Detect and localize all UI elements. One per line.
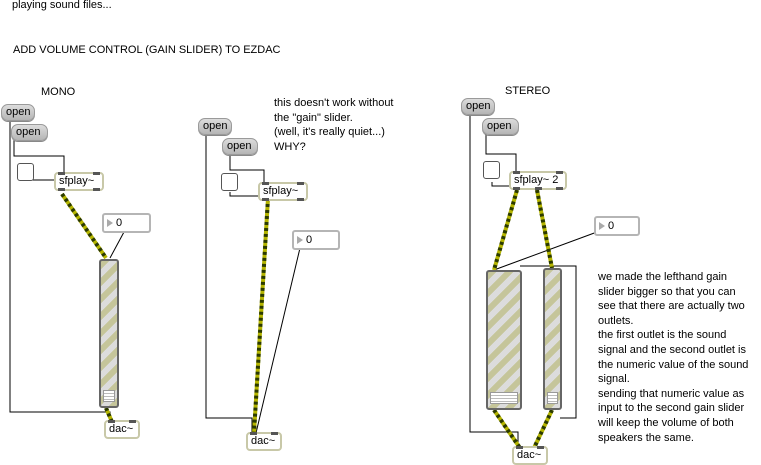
- sfplay-label-mid: sfplay~: [263, 185, 299, 197]
- stereo-note: we made the lefthand gain slider bigger …: [598, 271, 749, 444]
- section-heading: ADD VOLUME CONTROL (GAIN SLIDER) TO EZDA…: [13, 44, 281, 56]
- gain-slider-left-stereo[interactable]: [486, 270, 522, 410]
- dac-object-stereo[interactable]: dac~: [512, 446, 548, 465]
- cord-number-to-dac-mid: [255, 247, 301, 434]
- open-message-outer-mono[interactable]: open: [1, 104, 35, 121]
- gain-number-box-mono[interactable]: 0: [102, 213, 151, 233]
- number-triangle-icon: [297, 236, 303, 244]
- cord-number-stereo: [493, 231, 598, 271]
- number-value-mono: 0: [116, 217, 123, 229]
- number-value-stereo: 0: [608, 220, 615, 232]
- sfplay2-object-stereo[interactable]: sfplay~ 2: [509, 171, 567, 190]
- sfplay2-label-stereo: sfplay~ 2: [514, 174, 559, 186]
- open-message-mono[interactable]: open: [11, 124, 48, 141]
- sfplay-label-mono: sfplay~: [59, 175, 95, 187]
- gain-number-box-stereo[interactable]: 0: [594, 216, 640, 236]
- stereo-label: STEREO: [505, 85, 551, 97]
- gain-slider-knob-mono[interactable]: [103, 390, 115, 402]
- open-message-outer-mid[interactable]: open: [198, 118, 232, 135]
- number-value-mid: 0: [306, 234, 313, 246]
- page-title: playing sound files...: [12, 0, 112, 11]
- number-triangle-icon: [107, 219, 113, 227]
- dac-object-mid[interactable]: dac~: [246, 432, 282, 451]
- dac-label-mid: dac~: [251, 435, 276, 447]
- dac-object-mono[interactable]: dac~: [104, 420, 140, 439]
- gain-slider-knob-left[interactable]: [490, 392, 518, 404]
- dac-label-stereo: dac~: [517, 449, 542, 461]
- gain-slider-mono[interactable]: [99, 259, 119, 408]
- play-toggle-stereo[interactable]: [483, 161, 500, 179]
- dac-label-mono: dac~: [109, 423, 134, 435]
- gain-slider-right-stereo[interactable]: [543, 268, 562, 410]
- mono-label: MONO: [41, 86, 76, 98]
- gain-slider-knob-right[interactable]: [547, 392, 558, 404]
- sfplay-object-mid[interactable]: sfplay~: [258, 182, 308, 201]
- cord-number-mono: [109, 231, 125, 259]
- play-toggle-mono[interactable]: [17, 163, 34, 181]
- open-message-stereo[interactable]: open: [482, 118, 519, 135]
- number-triangle-icon: [599, 222, 605, 230]
- play-toggle-mid[interactable]: [221, 173, 238, 191]
- open-message-outer-stereo[interactable]: open: [461, 98, 495, 115]
- middle-note: this doesn't work without the "gain" sli…: [274, 97, 394, 153]
- open-message-mid[interactable]: open: [222, 138, 258, 155]
- number-box-mid[interactable]: 0: [292, 230, 340, 250]
- sfplay-object-mono[interactable]: sfplay~: [54, 172, 104, 191]
